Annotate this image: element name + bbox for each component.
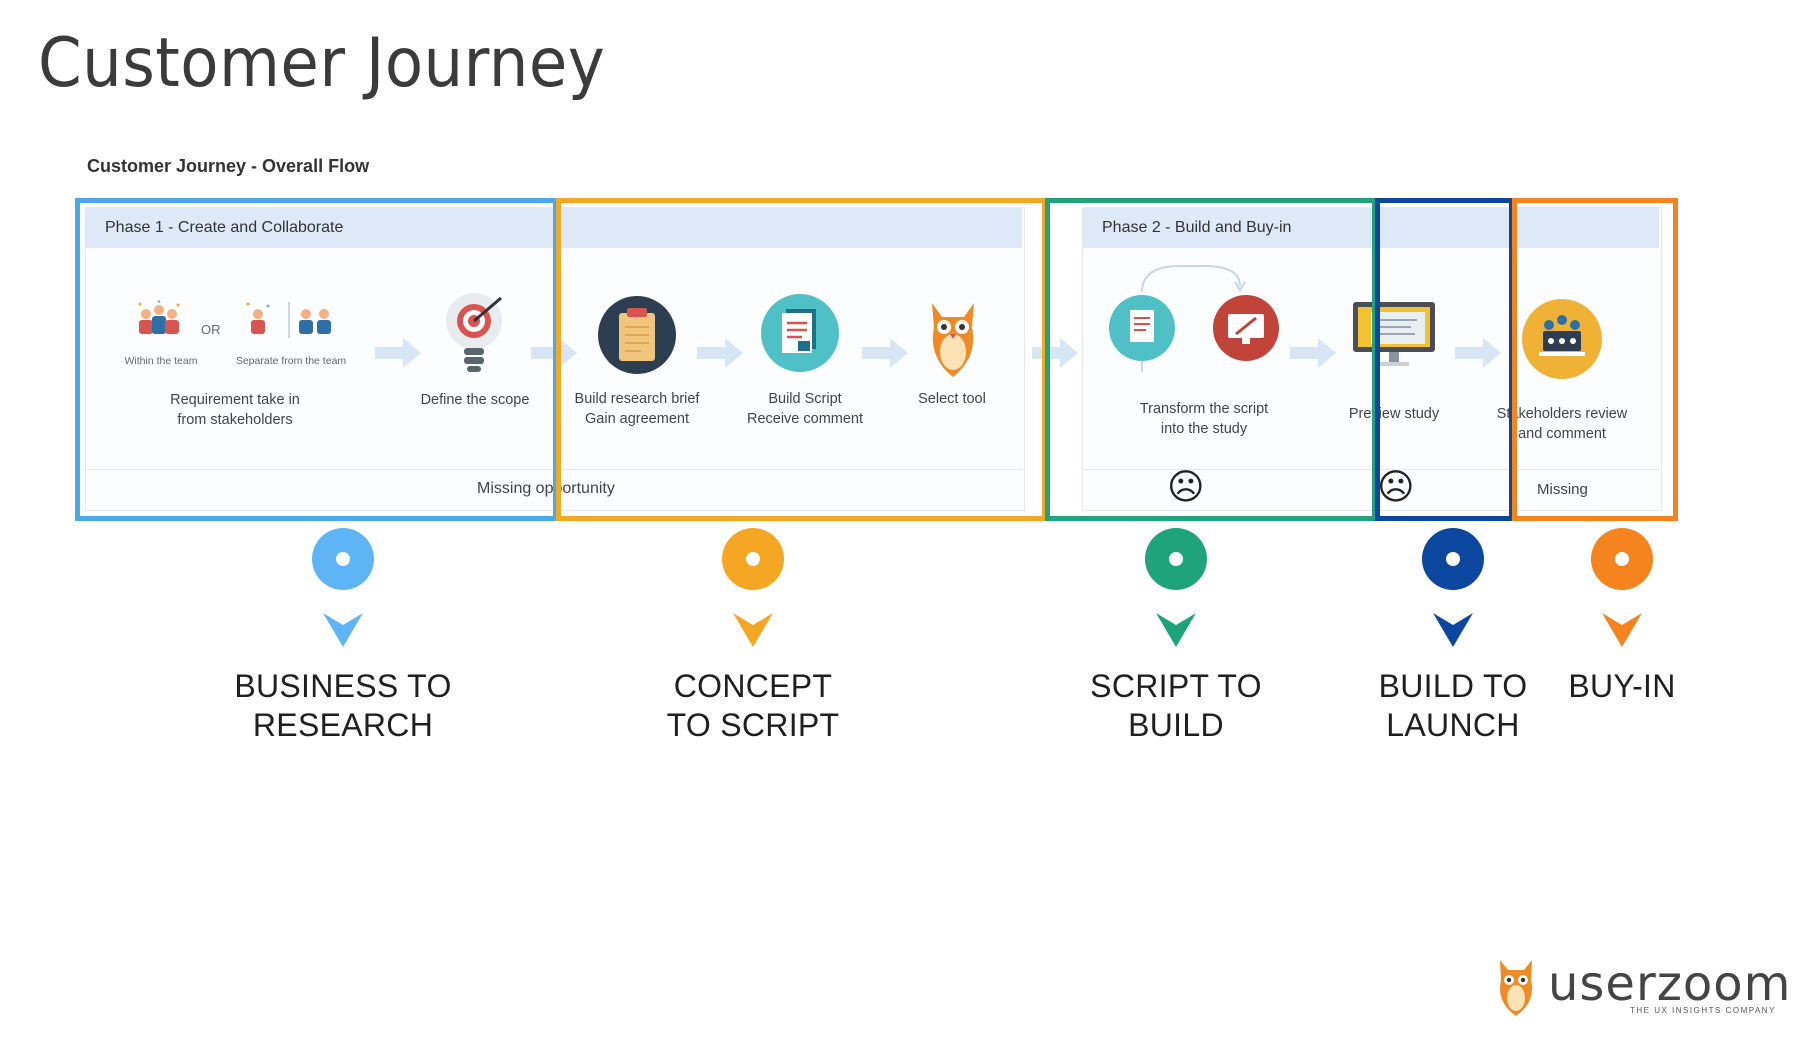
clipboard-icon [597, 295, 677, 375]
flow-arrow-icon [862, 338, 908, 368]
flow-arrow-icon [1032, 338, 1078, 368]
stage-frame-build-to-launch [1375, 198, 1514, 521]
phase1-label: Phase 1 - Create and Collaborate [105, 219, 344, 236]
flow-arrow-icon [375, 338, 421, 368]
missing-opportunity-label: Missing opportunity [477, 480, 615, 497]
within-team-label: Within the team [124, 355, 198, 367]
phase2-label: Phase 2 - Build and Buy-in [1102, 219, 1292, 236]
step-select-tool-label: Select tool [918, 391, 986, 407]
stage-label-buy-in: BUY-IN [1568, 668, 1676, 704]
team-separate-icon [236, 300, 348, 344]
flow-arrow-icon [1290, 338, 1336, 368]
owl-tool-icon [926, 297, 980, 381]
separate-team-label: Separate from the team [235, 355, 347, 367]
stage-frame-script-to-build [1045, 198, 1377, 521]
stage-frame-concept-to-script [556, 198, 1047, 521]
flow-arrow-icon [697, 338, 743, 368]
stage-marker-buy-in [1590, 527, 1654, 651]
sad-face-icon: ☹ [1167, 466, 1205, 507]
phase2-header-band [1083, 208, 1659, 248]
stage-frame-business-to-research [75, 198, 558, 521]
page-title: Customer Journey [38, 24, 606, 103]
diagram-subtitle: Customer Journey - Overall Flow [87, 156, 370, 176]
stage-marker-build-to-launch [1421, 527, 1485, 651]
flow-arrow-icon [1455, 338, 1501, 368]
script-document-icon [760, 293, 840, 373]
step-define-scope-label: Define the scope [420, 392, 530, 408]
stage-marker-concept-to-script [721, 527, 785, 651]
userzoom-logo-text: userzoom [1548, 956, 1792, 1012]
userzoom-tagline: THE UX INSIGHTS COMPANY [1630, 1006, 1776, 1015]
stage-marker-business-to-research [311, 527, 375, 651]
phase2-bottom-divider [1083, 469, 1659, 470]
userzoom-owl-logo-icon [1496, 958, 1536, 1018]
stage-frame-buy-in [1512, 198, 1678, 521]
team-together-icon [132, 300, 186, 344]
sad-face-icon: ☹ [1377, 466, 1415, 507]
stakeholders-review-icon [1521, 298, 1603, 380]
stage-marker-script-to-build [1144, 527, 1208, 651]
transform-cycle-icon [1100, 262, 1280, 382]
missing-label: Missing [1537, 481, 1588, 498]
step-preview-label: Preview study [1348, 406, 1440, 422]
lightbulb-target-icon [443, 290, 505, 374]
or-label: OR [201, 322, 221, 337]
